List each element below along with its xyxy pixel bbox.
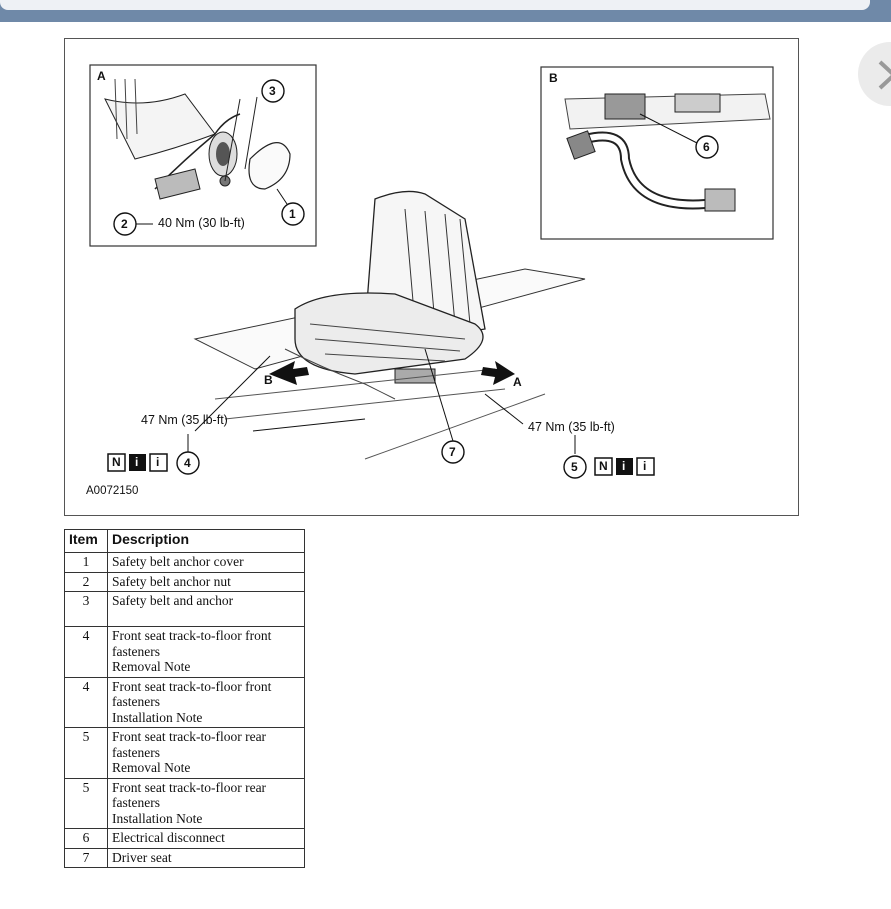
description-line: Safety belt and anchor [112,593,234,608]
description-line: fasteners [112,694,160,709]
table-row: 1 Safety belt anchor cover [64,552,305,573]
row-item-number: 5 [64,727,108,779]
exploded-diagram: A B 3 2 1 40 Nm (30 lb-ft) 6 B A 47 Nm (… [64,38,799,516]
row-description: Safety belt anchor nut [107,571,305,592]
note-icon-i-left: i [135,455,139,469]
header-description: Description [107,529,305,553]
description-line: Front seat track-to-floor rear [112,729,267,744]
row-description: Safety belt and anchor [107,591,305,627]
row-item-number: 2 [64,571,108,592]
callout-3: 3 [269,84,276,98]
row-item-number: 1 [64,552,108,573]
description-line: Installation Note [112,810,203,826]
row-description: Safety belt anchor cover [107,552,305,573]
torque-label-a: 40 Nm (30 lb-ft) [158,216,245,230]
browser-top-bar [0,0,891,22]
description-line: Front seat track-to-floor front [112,628,272,643]
description-line: Removal Note [112,760,191,775]
description-line: Front seat track-to-floor front [112,678,272,694]
table-header-row: Item Description [64,529,305,553]
view-arrow-b: B [264,373,273,387]
description-line: fasteners [112,643,160,659]
row-item-number: 7 [64,847,108,868]
description-line: Driver seat [112,849,172,865]
seat-drawing [89,64,774,479]
row-description: Driver seat [107,847,305,868]
callout-4: 4 [184,456,191,470]
inset-b-label: B [549,71,558,85]
note-icon-i-right: i [622,459,626,473]
header-item: Item [64,529,108,553]
description-line: Installation Note [112,709,203,725]
description-line: fasteners [112,795,160,810]
row-item-number: 6 [64,828,108,849]
torque-label-left: 47 Nm (35 lb-ft) [141,413,228,427]
next-page-button[interactable] [858,42,891,106]
row-item-number: 5 [64,777,108,829]
row-item-number: 3 [64,591,108,627]
description-line: Front seat track-to-floor rear [112,779,267,795]
description-line: Safety belt anchor cover [112,554,244,569]
note-icon-ii-right: i [643,459,647,473]
parts-table: Item Description 1 Safety belt anchor cov… [64,529,305,868]
figure-id: A0072150 [86,485,139,497]
top-bar-strip [0,0,870,10]
description-line: Electrical disconnect [112,830,225,845]
torque-label-right: 47 Nm (35 lb-ft) [528,420,615,434]
description-line: Safety belt anchor nut [112,573,231,589]
description-line: fasteners [112,744,160,760]
table-row: 6 Electrical disconnect [64,828,305,849]
table-row: 3 Safety belt and anchor [64,591,305,627]
row-item-number: 4 [64,626,108,678]
row-item-number: 4 [64,676,108,728]
note-icon-ii-left: i [156,455,160,469]
callout-2: 2 [121,217,128,231]
chevron-right-icon [878,60,891,90]
view-arrow-a: A [513,375,522,389]
callout-7: 7 [449,445,456,459]
note-icon-n-left: N [112,455,121,469]
callout-1: 1 [289,207,296,221]
row-description: Electrical disconnect [107,828,305,849]
note-icon-n-right: N [599,459,608,473]
callout-5: 5 [571,460,578,474]
callout-6: 6 [703,140,710,154]
inset-a-label: A [97,69,106,83]
description-line: Removal Note [112,659,191,674]
